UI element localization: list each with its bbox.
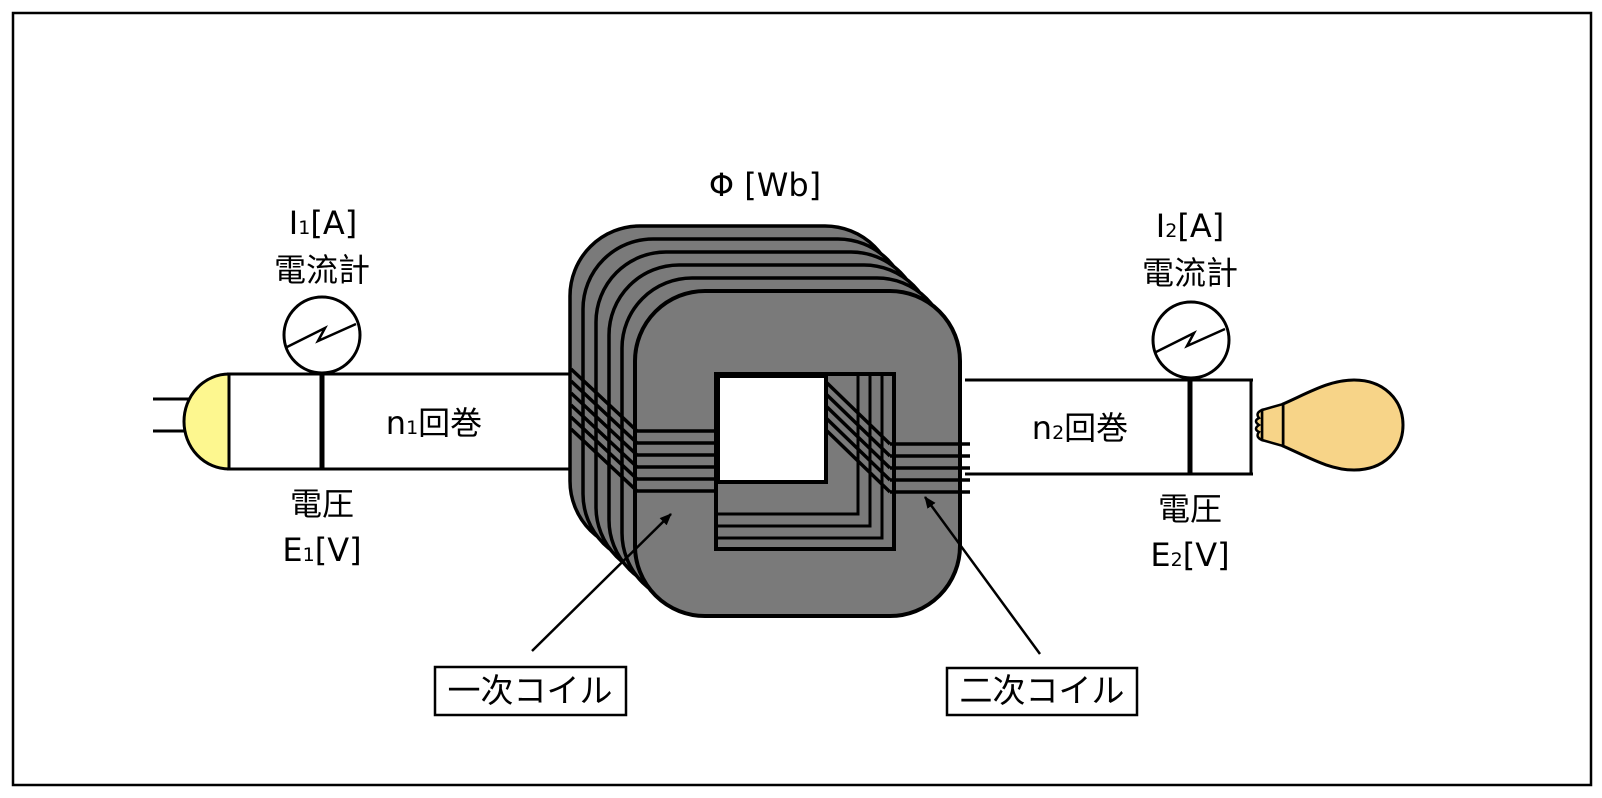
primary-coil-arrow — [531, 513, 672, 652]
flux-label: Φ [Wb] — [709, 166, 821, 204]
secondary-coil-arrow — [923, 496, 1042, 655]
primary-voltage-caption: 電圧 — [290, 485, 354, 523]
secondary-coil-label-box — [945, 666, 1139, 717]
primary-turns-label: n1回巻 — [386, 404, 482, 442]
primary-coil — [569, 367, 716, 493]
secondary-circuit — [965, 300, 1405, 476]
core-window — [716, 374, 828, 484]
secondary-current-label: I2[A] — [1156, 207, 1224, 245]
primary-circuit — [153, 295, 571, 471]
power-plug-icon — [182, 372, 231, 471]
primary-coil-label: 一次コイル — [448, 671, 613, 710]
primary-voltage-label: E1[V] — [282, 531, 361, 569]
outer-frame — [11, 11, 1593, 787]
primary-current-label: I1[A] — [289, 204, 357, 242]
secondary-turns-label: n2回巻 — [1032, 409, 1128, 447]
light-bulb-icon — [1254, 378, 1405, 472]
primary-coil-label-box — [433, 665, 628, 717]
laminated-core — [568, 224, 962, 618]
secondary-coil — [824, 380, 970, 494]
secondary-coil-label: 二次コイル — [960, 671, 1125, 710]
primary-ammeter-needle — [286, 322, 357, 349]
secondary-ammeter-label: 電流計 — [1142, 254, 1238, 292]
secondary-ammeter-needle — [1155, 327, 1226, 354]
secondary-voltage-caption: 電圧 — [1158, 490, 1222, 528]
primary-ammeter-label: 電流計 — [274, 251, 370, 289]
secondary-voltage-label: E2[V] — [1150, 536, 1229, 574]
